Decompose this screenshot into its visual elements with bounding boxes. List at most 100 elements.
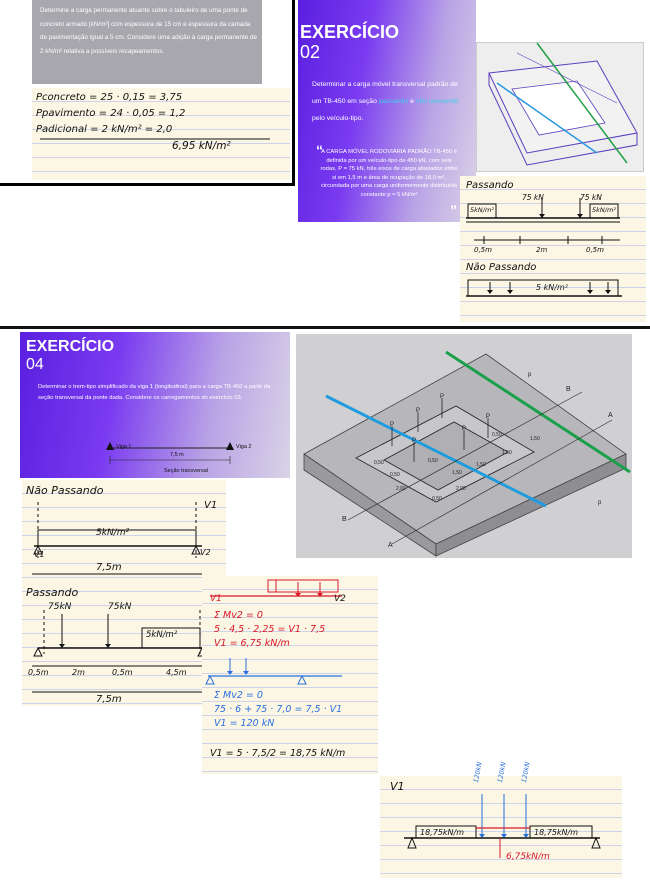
- notes-d2: 2m: [72, 668, 85, 677]
- bridge-label-p6: P: [412, 438, 417, 444]
- section-divider: [0, 326, 650, 329]
- bridge-dim-9: 0,50: [432, 496, 442, 502]
- ex2-load-p2: 75 kN: [580, 193, 602, 202]
- ex2-nao-passando-label: Não Passando: [466, 262, 537, 273]
- bridge-label-p5: P: [486, 414, 491, 420]
- ex1-line3: Padicional = 2 kN/m² = 2,0: [36, 124, 173, 135]
- notes-result: [380, 776, 622, 878]
- notes-nao-passando-beam: [32, 502, 202, 575]
- calc-blue-1: Σ Mv2 = 0: [214, 690, 263, 701]
- calc-red-beam: [210, 579, 342, 597]
- result-right: 18,75kN/m: [534, 828, 579, 837]
- quote-close: ”: [450, 202, 457, 218]
- bridge-label-b-left: B: [342, 516, 347, 523]
- notes-passando-beam: [32, 610, 207, 693]
- calc-blue-3: V1 = 120 kN: [214, 718, 275, 729]
- small-bridge-drawing: [488, 42, 638, 166]
- bridge-dim-7: 2,00: [396, 486, 406, 492]
- ex4-statement: Determinar o trem-tipo simplificado da v…: [38, 384, 271, 401]
- ex1-statement-box: [32, 0, 262, 84]
- ex2-highlight-nao-passando: não passando: [415, 98, 459, 105]
- bridge-label-a-right: A: [608, 412, 613, 419]
- calc-v2: V2: [334, 594, 346, 604]
- ex2-dim-3: 0,5m: [586, 246, 604, 254]
- bridge-dim-8: 2,00: [456, 486, 466, 492]
- bridge-dim-4: 1,50: [502, 450, 512, 456]
- notes-passando: Passando: [26, 586, 79, 599]
- notes-p1: 75kN: [48, 602, 72, 612]
- ex1-total: 6,95 kN/m²: [172, 140, 231, 152]
- quote-open: “: [316, 142, 323, 158]
- ex4-panel: [20, 332, 290, 478]
- notes-d4: 4,5m: [166, 668, 187, 677]
- calc-red-1: Σ Mv2 = 0: [214, 610, 263, 621]
- ex2-passando-diagram: [466, 198, 620, 244]
- ex2-load-p1: 75 kN: [522, 193, 544, 202]
- notes-q1: 5kN/m²: [96, 528, 130, 538]
- calc-black: V1 = 5 · 7,5/2 = 18,75 kN/m: [210, 748, 346, 759]
- result-red: 6,75kN/m: [506, 852, 550, 862]
- ex1-line2: Ppavimento = 24 · 0,05 = 1,2: [36, 108, 186, 119]
- calc-v1: V1: [210, 594, 222, 604]
- ex2-dim-1: 0,5m: [474, 246, 492, 254]
- ex2-notes: [460, 176, 646, 322]
- notes-span: 7,5m: [96, 562, 122, 573]
- notes-p2: 75kN: [108, 602, 132, 612]
- ex2-statement-mid: e: [410, 98, 414, 105]
- ex2-dist-left: 5kN/m²: [470, 206, 494, 214]
- bridge-label-p2: P: [416, 408, 421, 414]
- ex2-highlight-passando: passando: [378, 98, 409, 105]
- bridge-dim-3: 1,50: [476, 462, 486, 468]
- bridge-dim-5: 0,50: [374, 460, 384, 466]
- notes-q2: 5kN/m²: [146, 630, 178, 640]
- bridge-label-p4: P: [462, 426, 467, 432]
- ex2-dist-full: 5 kN/m²: [536, 283, 568, 292]
- ex4-span: 7,5 m: [170, 452, 184, 458]
- notes-v2: V2: [200, 548, 211, 557]
- bridge-drawing: [303, 350, 631, 557]
- ex4-number: 04: [26, 356, 44, 373]
- notes-span2: 7,5m: [96, 694, 122, 705]
- bridge-dim-2: 1,50: [452, 470, 462, 476]
- ex2-dim-2: 2m: [536, 246, 548, 254]
- bridge-dim-10: 0,50: [492, 432, 502, 438]
- notes-v1-top: V1: [204, 500, 218, 511]
- bridge-label-q2: p: [598, 500, 602, 506]
- ex2-nao-passando-diagram: [466, 279, 622, 297]
- ex2-statement-post: pelo veículo-tipo.: [312, 115, 364, 122]
- ex4-title: EXERCÍCIO: [26, 338, 115, 355]
- small-bridge-image: [476, 42, 644, 172]
- ex2-number: 02: [300, 42, 321, 62]
- ex1-sum-line: [40, 138, 270, 140]
- ex2-dist-right: 5kN/m²: [592, 206, 616, 214]
- notes-calc: [202, 576, 378, 774]
- ex2-passando-label: Passando: [466, 180, 514, 191]
- calc-red-3: V1 = 6,75 kN/m: [214, 638, 290, 649]
- bridge-label-b-top: B: [566, 386, 571, 393]
- bridge-dim-6: 0,50: [390, 472, 400, 478]
- ex1-line1: Pconcreto = 25 · 0,15 = 3,75: [36, 92, 183, 103]
- ex2-quote: A CARGA MÓVEL RODOVIÁRIA PADRÃO TB-450 é…: [320, 149, 458, 198]
- bridge-label-p1: P: [390, 422, 395, 428]
- bridge-dim-11: 1,50: [530, 436, 540, 442]
- ex2-panel: [298, 0, 476, 222]
- notes-d1: 0,5m: [28, 668, 49, 677]
- calc-red-2: 5 · 4,5 · 2,25 = V1 · 7,5: [214, 624, 326, 635]
- calc-blue-beam: [205, 658, 342, 685]
- ex4-viga1: Viga 1: [116, 444, 132, 450]
- ex1-panel: Determine a carga permanente atuante sob…: [0, 0, 295, 186]
- ex2-statement: Determinar a carga móvel transversal pad…: [312, 76, 462, 127]
- ex1-notes: [32, 88, 290, 180]
- result-beam: [404, 794, 601, 858]
- bridge-label-q1: p: [528, 372, 532, 378]
- bridge-dim-1: 0,50: [428, 458, 438, 464]
- bridge-label-p3: P: [440, 394, 445, 400]
- ex4-viga2: Viga 2: [236, 444, 252, 450]
- notes-nao-passando: Não Passando: [26, 484, 104, 497]
- notes-v1: V1: [34, 550, 45, 559]
- result-left: 18,75kN/m: [420, 828, 465, 837]
- notes-left: [22, 480, 226, 706]
- calc-blue-2: 75 · 6 + 75 · 7,0 = 7,5 · V1: [214, 704, 343, 715]
- ex1-statement: Determine a carga permanente atuante sob…: [40, 7, 258, 55]
- bridge-label-a-left: A: [388, 542, 393, 549]
